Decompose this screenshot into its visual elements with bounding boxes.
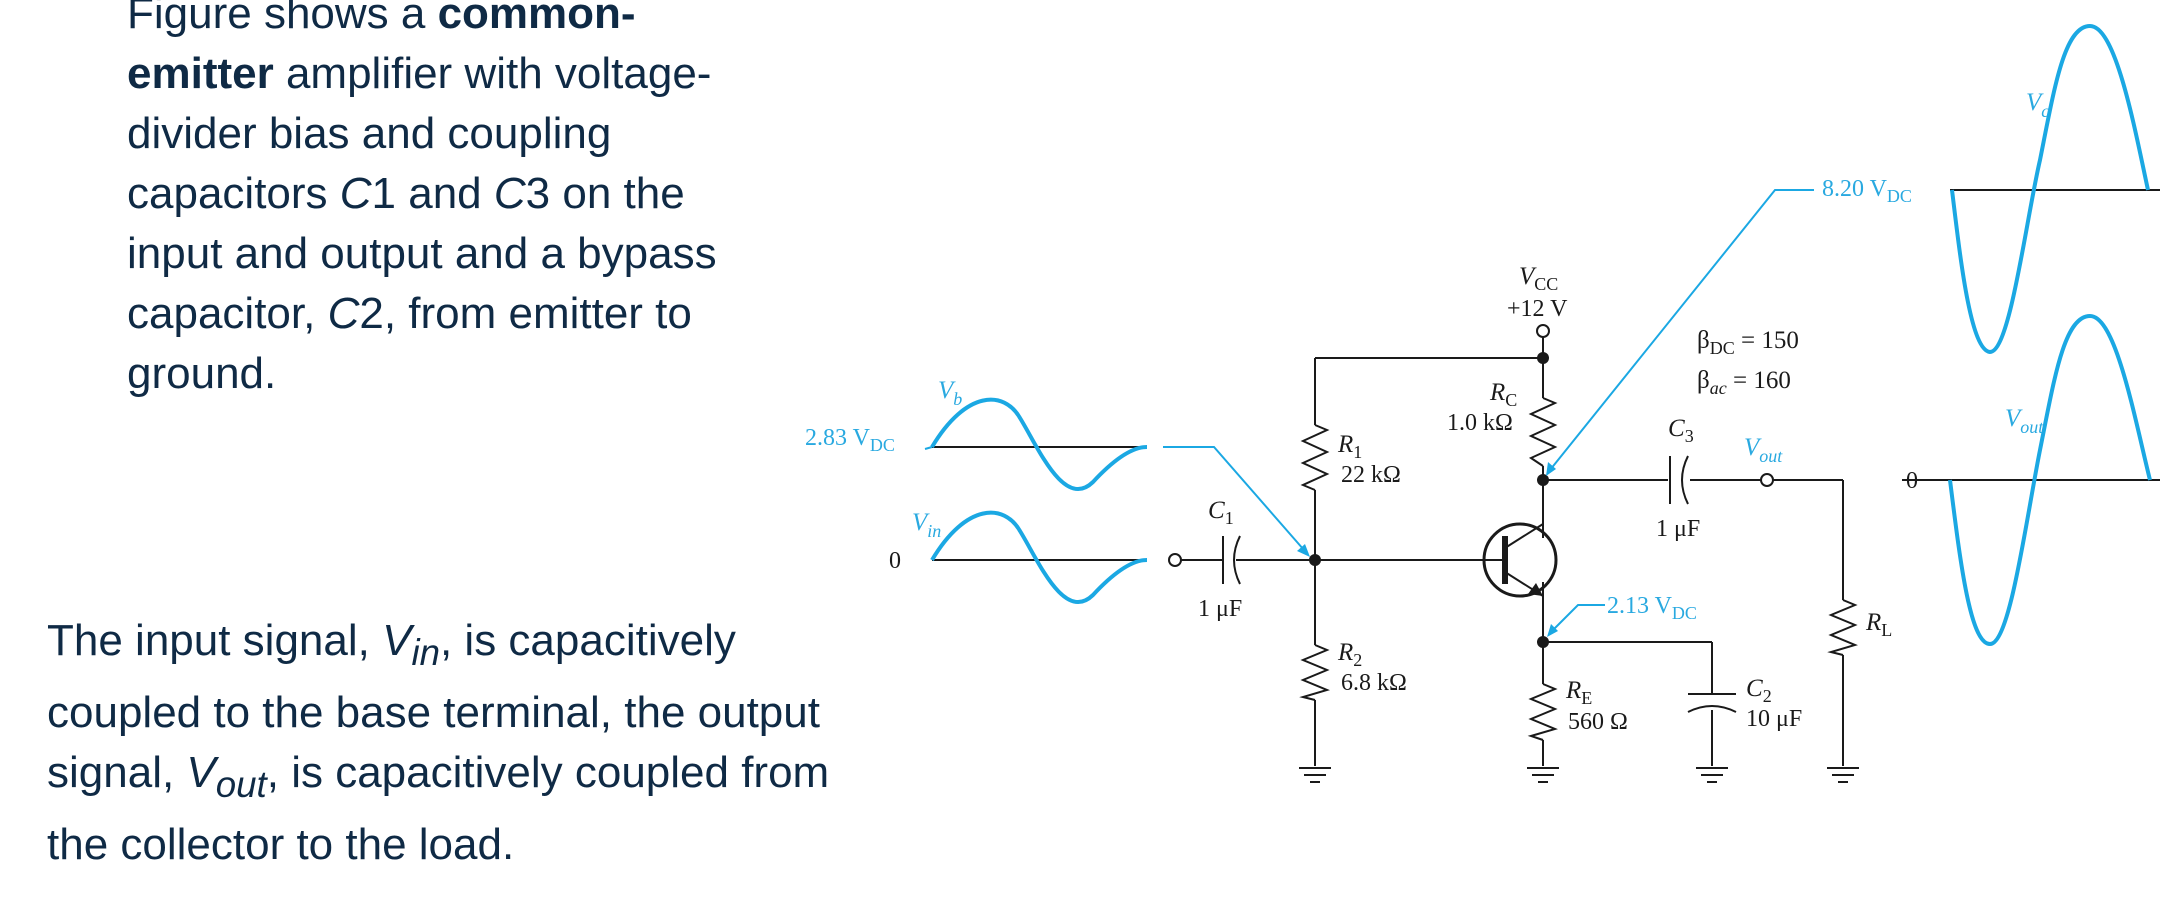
resistor-re: [1527, 683, 1558, 741]
rl-label: RL: [1865, 609, 1892, 640]
rc-label: RC: [1489, 379, 1517, 410]
vcc-value: +12 V: [1507, 296, 1568, 322]
resistor-rl: [1827, 599, 1858, 656]
npn-transistor: [1482, 480, 1558, 598]
c3-value: 1 μF: [1656, 516, 1700, 542]
svg-text:Vout: Vout: [2005, 405, 2044, 437]
beta-ac-label: βac = 160: [1697, 367, 1791, 398]
svg-text:2.83 VDC: 2.83 VDC: [805, 425, 895, 455]
description-paragraph-2: The input signal, Vin, is capacitively c…: [47, 616, 830, 869]
emitter-dc-annotation: 2.13 VDC: [1547, 593, 1697, 637]
re-value: 560 Ω: [1568, 709, 1628, 735]
rc-value: 1.0 kΩ: [1447, 410, 1513, 436]
c3-label: C3: [1668, 415, 1694, 446]
input-terminal: [1168, 553, 1182, 567]
r2-label: R2: [1337, 639, 1362, 670]
svg-text:0: 0: [889, 548, 901, 574]
arrow-head-icon: [1546, 462, 1556, 476]
arrow-head-icon: [1297, 544, 1310, 557]
junction-dots: [1309, 352, 1549, 648]
r2-value: 6.8 kΩ: [1341, 670, 1407, 696]
output-waveform: Vout 0: [1902, 313, 2160, 647]
ground-icon: [1696, 767, 1728, 783]
resistor-r2: [1299, 644, 1330, 701]
vout-terminal-label: Vout: [1744, 434, 1783, 466]
r1-label: R1: [1337, 431, 1362, 462]
vcc-label: VCC: [1519, 263, 1558, 294]
ground-icon: [1527, 767, 1559, 783]
base-waveform: Vb 2.83 VDC: [805, 377, 1148, 491]
resistor-rc: [1528, 397, 1558, 467]
ground-symbols: [1299, 767, 1859, 783]
beta-dc-label: βDC = 150: [1697, 327, 1799, 358]
collector-dc-pointer: [1549, 189, 1814, 471]
capacitor-c3: [1669, 455, 1689, 505]
svg-text:8.20 VDC: 8.20 VDC: [1822, 176, 1912, 206]
ground-icon: [1827, 767, 1859, 783]
circuit-wires: [1181, 337, 1844, 766]
collector-waveform: Vc 8.20 VDC: [1822, 23, 2160, 355]
resistor-r1: [1300, 424, 1330, 491]
svg-text:0: 0: [1906, 468, 1918, 494]
vcc-terminal: [1536, 324, 1550, 338]
svg-text:Vc: Vc: [2026, 89, 2049, 121]
c2-value: 10 μF: [1746, 706, 1802, 732]
capacitor-c2: [1687, 693, 1737, 713]
input-waveform: Vin 0: [889, 509, 1148, 604]
svg-text:Vb: Vb: [938, 377, 962, 409]
re-label: RE: [1565, 677, 1592, 708]
description-paragraph-1: Figure shows a common-emitter amplifier …: [127, 0, 717, 398]
base-dc-pointer: [1163, 446, 1305, 551]
c1-label: C1: [1208, 497, 1234, 528]
svg-text:Vin: Vin: [912, 509, 941, 541]
r1-value: 22 kΩ: [1341, 462, 1401, 488]
capacitor-c1: [1222, 535, 1241, 585]
svg-text:2.13 VDC: 2.13 VDC: [1607, 593, 1697, 623]
c1-value: 1 μF: [1198, 596, 1242, 622]
ground-icon: [1299, 767, 1331, 783]
c2-label: C2: [1746, 675, 1772, 706]
output-terminal: [1760, 473, 1774, 487]
